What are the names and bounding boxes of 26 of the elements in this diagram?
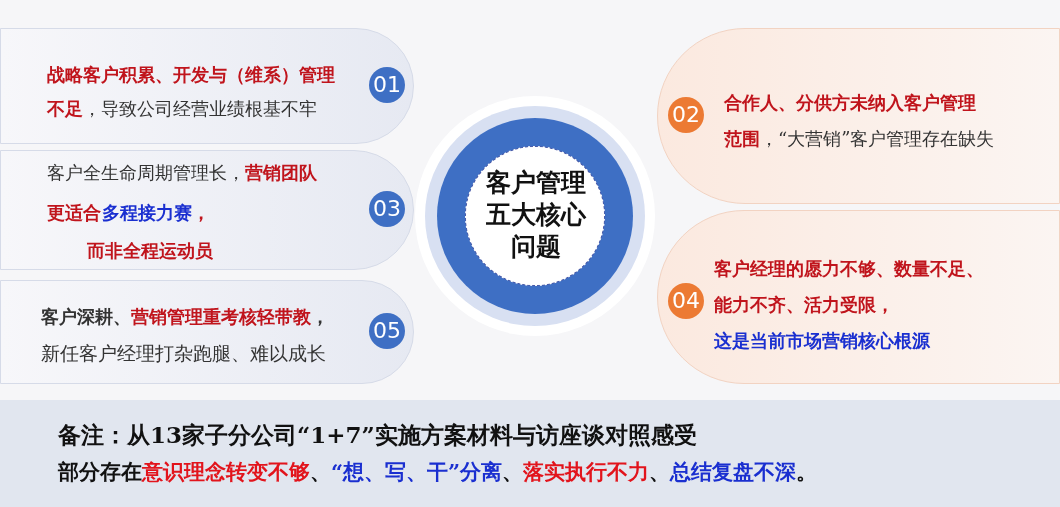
problem-text: 战略客户积累、开发与（维系）管理 [47,63,335,87]
problem-text: 这是当前市场营销核心根源 [714,329,930,353]
note-text: 备注：从13家子分公司“1+7”实施方案材料与访座谈对照感受 [58,420,697,450]
problem-panel [657,210,1060,384]
step-number: 05 [369,313,405,349]
center-title: 客户管理五大核心问题 [485,167,587,263]
step-number: 01 [369,67,405,103]
step-number: 03 [369,191,405,227]
problem-text: 能力不齐、活力受限， [714,293,894,317]
problem-panel [0,28,414,144]
problem-panel [0,150,414,270]
problem-text: 合作人、分供方未纳入客户管理 [724,91,976,115]
step-number: 02 [668,97,704,133]
problem-panel [657,28,1060,204]
problem-text: 而非全程运动员 [87,239,213,263]
problem-text: 更适合 [47,201,101,225]
problem-text: 客户全生命周期管理长，营销团队 [47,161,317,185]
step-number: 04 [668,283,704,319]
problem-text: 不足，导致公司经营业绩根基不牢 [47,97,317,121]
problem-text: 新任客户经理打杂跑腿、难以成长 [41,341,326,366]
problem-text: 客户经理的愿力不够、数量不足、 [714,257,984,281]
note-text: 部分存在意识理念转变不够、“想、写、干”分离、落实执行不力、总结复盘不深。 [58,458,818,486]
problem-text: 范围，“大营销”客户管理存在缺失 [724,127,995,151]
problem-text: 多程接力赛， [102,201,210,225]
problem-text: 客户深耕、营销管理重考核轻带教， [41,305,329,329]
problem-panel [0,280,414,384]
